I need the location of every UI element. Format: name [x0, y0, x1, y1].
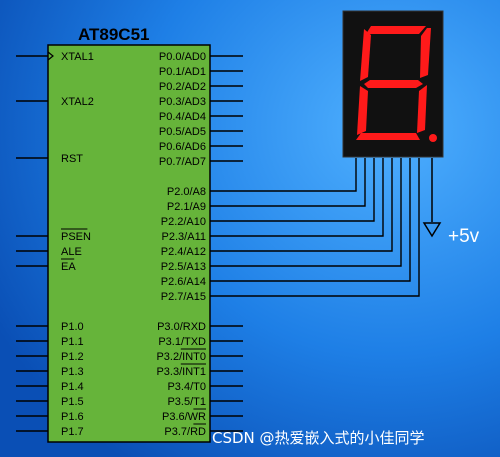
wire-dp [243, 158, 420, 297]
pin-label-3: P1.2 [61, 351, 84, 363]
pin-label-13: P3.3/INT1 [156, 366, 206, 378]
supply-label: +5v [448, 226, 480, 247]
pin-label-16: P3.6/WR [162, 411, 206, 423]
pin-label-24: P2.3/A11 [162, 231, 206, 243]
chip-title: AT89C51 [78, 25, 150, 44]
wire-c [243, 158, 375, 222]
watermark: CSDN @热爱嵌入式的小佳同学 [212, 429, 425, 447]
pin-label-35: P0.4/AD4 [159, 111, 206, 123]
segment-dp [429, 134, 437, 142]
pin-label-32: P0.7/AD7 [159, 156, 206, 168]
wire-e [243, 158, 393, 252]
pin-label-8: P1.7 [61, 426, 84, 438]
pin-label-30: ALE [61, 246, 82, 258]
segment-d [356, 133, 420, 140]
pin-label-6: P1.5 [61, 396, 84, 408]
pin-label-5: P1.4 [61, 381, 84, 393]
pin-label-36: P0.3/AD3 [159, 96, 206, 108]
supply-arrow-icon [422, 222, 442, 238]
segment-f [360, 29, 371, 81]
pin-label-14: P3.4/T0 [167, 381, 206, 393]
pin-label-1: P1.0 [61, 321, 84, 333]
pin-label-38: P0.1/AD1 [159, 66, 206, 78]
pin-label-18: XTAL2 [61, 96, 94, 108]
pin-label-29: PSEN [61, 231, 91, 243]
pin-label-33: P0.6/AD6 [159, 141, 206, 153]
pin-label-23: P2.2/A10 [161, 216, 206, 228]
wire-f [243, 158, 402, 267]
clock-marker [47, 51, 54, 61]
pin-label-11: P3.1/TXD [158, 336, 206, 348]
pin-label-37: P0.2/AD2 [159, 81, 206, 93]
pin-label-12: P3.2/INT0 [156, 351, 206, 363]
chip-body [47, 44, 211, 443]
wire-d [243, 158, 384, 237]
segment-c [417, 85, 427, 133]
pin-label-2: P1.1 [61, 336, 84, 348]
pin-label-39: P0.0/AD0 [159, 51, 206, 63]
pin-label-25: P2.4/A12 [161, 246, 206, 258]
segment-b [420, 28, 431, 78]
pin-label-21: P2.0/A8 [167, 186, 206, 198]
pin-label-28: P2.7/A15 [161, 291, 206, 303]
pin-label-22: P2.1/A9 [167, 201, 206, 213]
pin-label-9: RST [61, 153, 83, 165]
wire-b [243, 158, 366, 207]
segment-e [357, 86, 368, 135]
pin-label-27: P2.6/A14 [161, 276, 206, 288]
pin-label-34: P0.5/AD5 [159, 126, 206, 138]
wire-g [243, 158, 411, 282]
pin-label-10: P3.0/RXD [157, 321, 206, 333]
wire-a [243, 158, 357, 192]
pin-label-7: P1.6 [61, 411, 84, 423]
pin-label-19: XTAL1 [61, 51, 94, 63]
pin-label-31: EA [61, 261, 76, 273]
pin-label-4: P1.3 [61, 366, 84, 378]
segment-a [366, 26, 426, 34]
segment-g [364, 80, 423, 88]
pin-label-15: P3.5/T1 [167, 396, 206, 408]
pin-label-26: P2.5/A13 [161, 261, 206, 273]
pin-label-17: P3.7/RD [164, 426, 206, 438]
